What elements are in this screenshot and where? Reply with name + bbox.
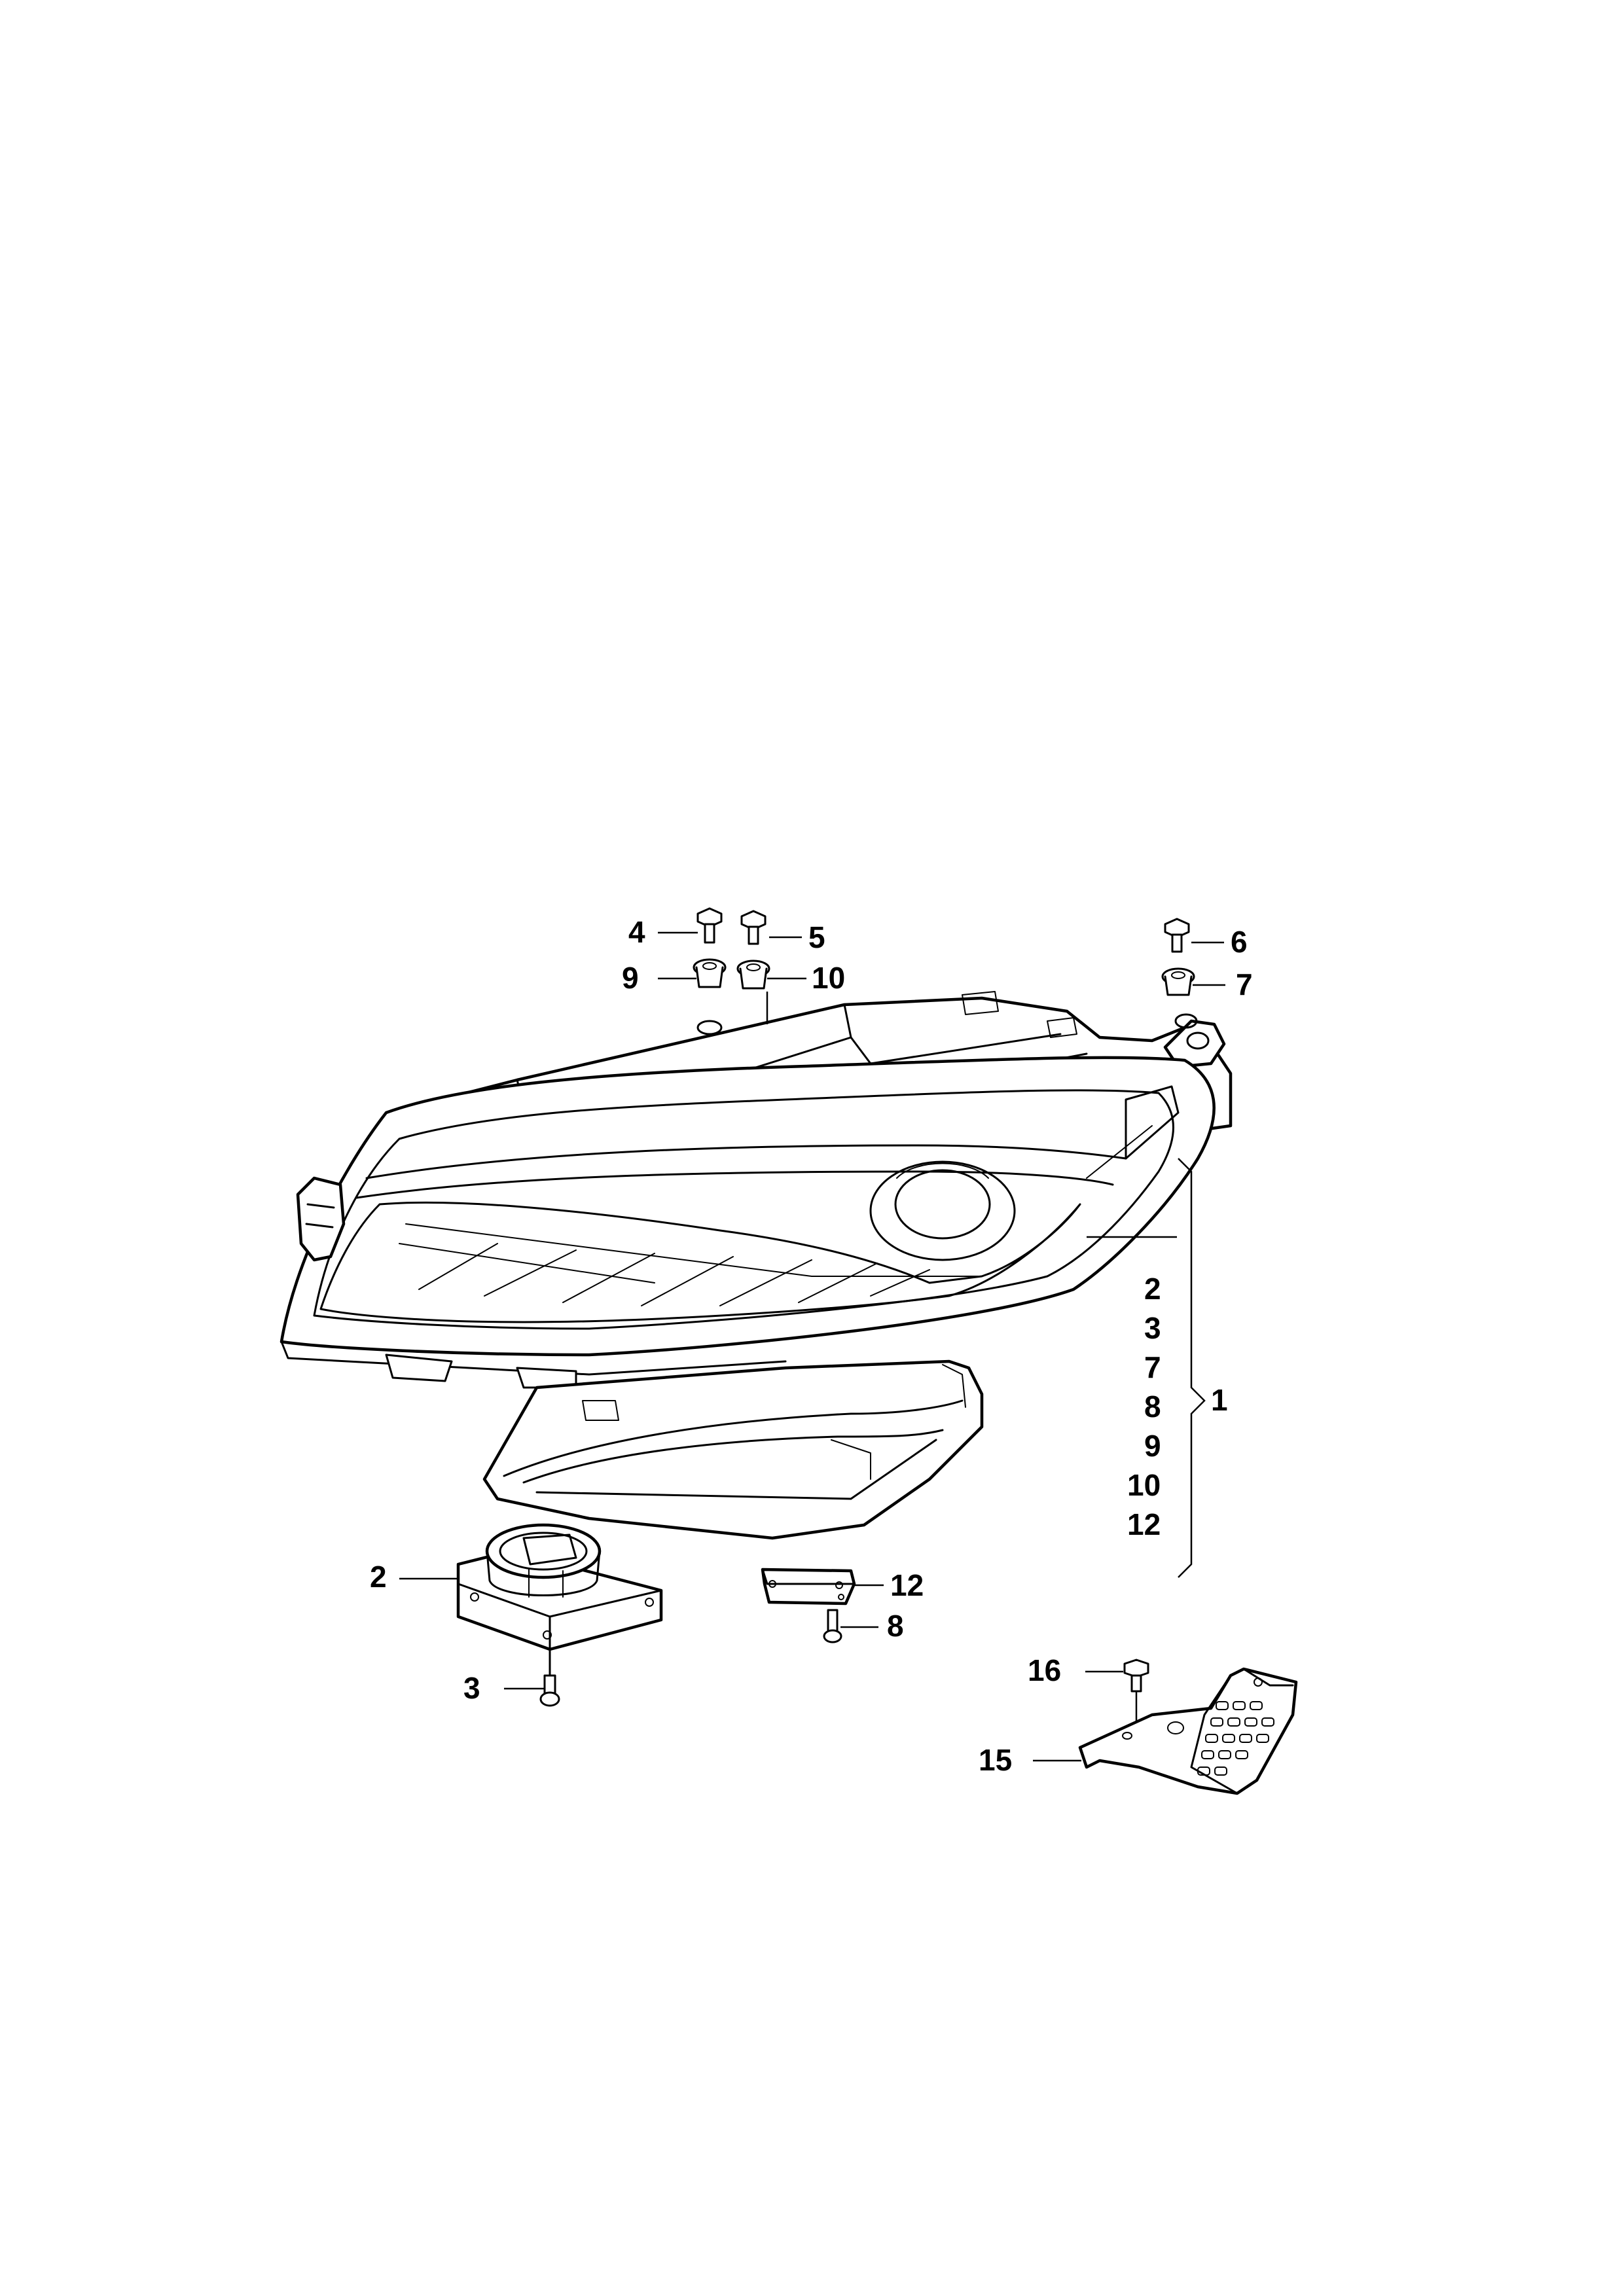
bracket-item: 9 [1144,1429,1161,1463]
bracket-item: 10 [1127,1468,1161,1502]
bracket-item: 2 [1144,1272,1161,1306]
callout-8: 8 [887,1609,904,1643]
bracket-item: 8 [1144,1390,1161,1424]
bolt-4 [696,907,723,944]
grommet-10 [736,960,770,990]
mounting-bracket-15 [1078,1667,1298,1795]
bolt-16 [1123,1659,1149,1728]
callout-1: 1 [1211,1383,1228,1417]
callout-3: 3 [463,1671,480,1705]
screw-3 [539,1648,560,1707]
callout-2: 2 [370,1560,387,1594]
callout-12: 12 [890,1568,924,1602]
callout-labels: 4 5 6 9 10 7 1 2 3 12 8 16 15 [370,915,1253,1777]
callout-7: 7 [1236,967,1253,1001]
control-module-12 [761,1568,856,1605]
callout-6: 6 [1231,925,1248,959]
callout-5: 5 [808,920,825,954]
callout-16: 16 [1028,1653,1061,1687]
screw-8 [823,1609,842,1643]
bracket-item-list: 2 3 7 8 9 10 12 [1127,1272,1161,1541]
bracket-brace [1178,1158,1206,1578]
grommet-7 [1161,967,1198,1029]
callout-10: 10 [812,961,845,995]
callout-15: 15 [979,1743,1012,1777]
bracket-item: 12 [1127,1507,1161,1541]
headlamp-assembly [280,991,1233,1540]
grommet-9 [693,958,727,1035]
callout-4: 4 [628,915,645,949]
bracket-item: 7 [1144,1350,1161,1384]
bolt-6 [1164,918,1190,953]
leader-lines [399,931,1225,1762]
bolt-5 [740,910,767,945]
bracket-item: 3 [1144,1311,1161,1345]
callout-9: 9 [622,961,639,995]
ballast-module-2 [456,1523,663,1651]
